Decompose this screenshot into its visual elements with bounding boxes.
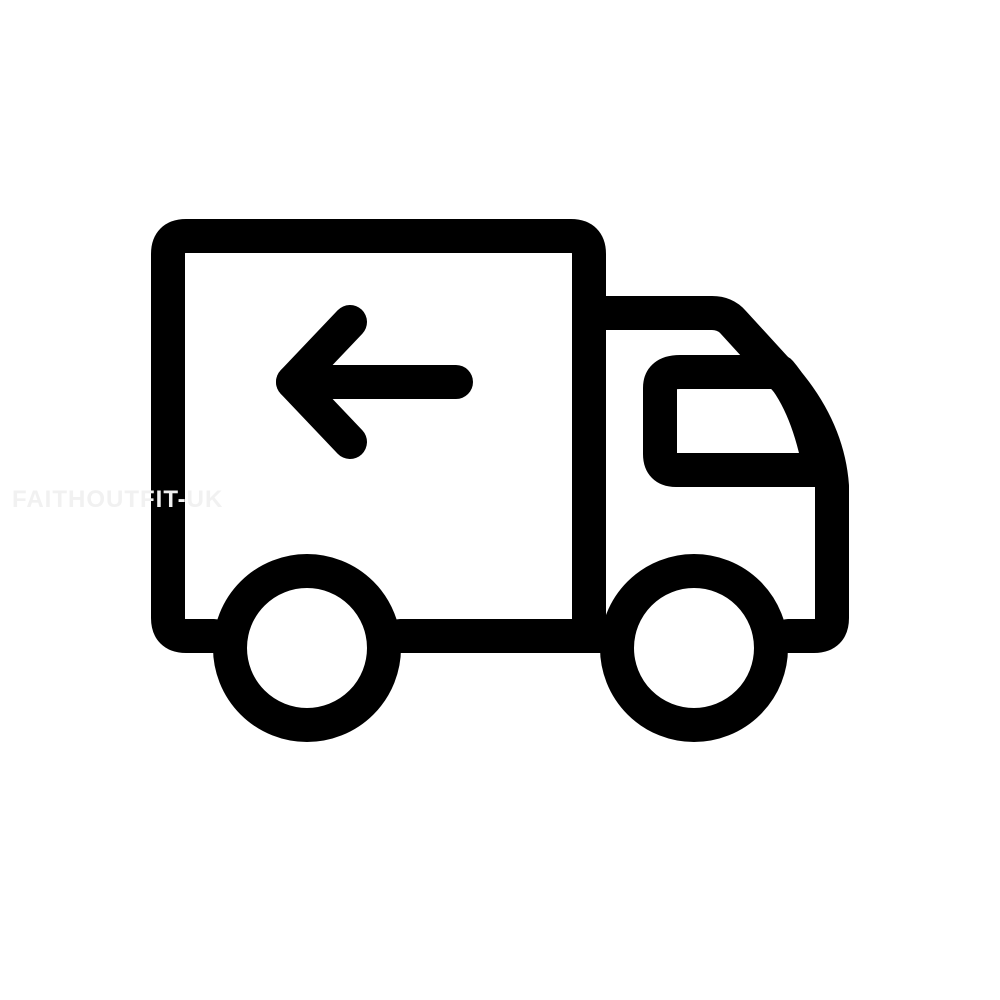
- cargo-box: [151, 219, 606, 653]
- cab-window: [643, 355, 837, 487]
- arrow-head: [276, 305, 367, 459]
- truck-outline: [151, 219, 849, 653]
- wheels: [213, 554, 788, 742]
- front-wheel: [600, 554, 788, 742]
- rear-wheel: [213, 554, 401, 742]
